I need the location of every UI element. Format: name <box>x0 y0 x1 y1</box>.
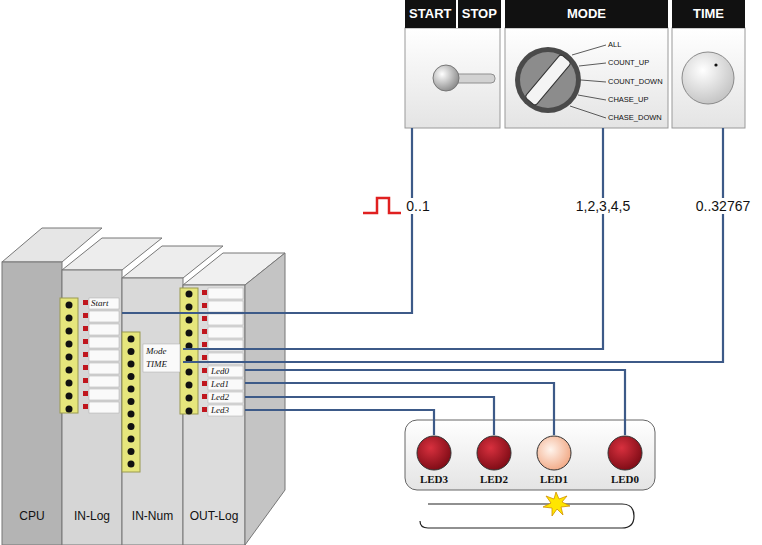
plc-rack <box>2 228 285 545</box>
terminal-strips <box>60 288 243 472</box>
toggle-switch <box>433 65 495 91</box>
led-lamp: LED1 <box>529 435 579 485</box>
led-name: LED1 <box>540 473 568 485</box>
panel-header: STARTSTOP <box>405 0 501 28</box>
mode-option: ALL <box>608 40 621 49</box>
module-name: OUT-Log <box>190 509 239 523</box>
time-panel: TIME <box>672 0 745 128</box>
terminal-label: Start <box>91 298 109 308</box>
led-name: LED2 <box>480 473 508 485</box>
signal-range: 0..1 <box>404 198 431 214</box>
signal-wire <box>122 128 412 313</box>
panel-title: TIME <box>672 0 745 28</box>
led-panel <box>405 420 655 490</box>
rotary-selector <box>515 45 606 118</box>
panel-title: START <box>405 0 456 28</box>
output-module: OUT-Log <box>183 285 245 545</box>
terminal-label: TIME <box>146 359 167 369</box>
led-lamp: LED2 <box>469 435 519 485</box>
led-bulb <box>416 435 452 471</box>
cpu-module: CPU <box>2 262 62 545</box>
module-name: IN-Log <box>74 509 110 523</box>
signal-wire <box>245 383 554 435</box>
led-name: LED0 <box>611 473 639 485</box>
module-name: CPU <box>19 509 44 523</box>
mode-option: COUNT_UP <box>608 58 649 67</box>
terminal-label: Led0 <box>211 366 229 376</box>
panel-title: STOP <box>456 0 501 28</box>
panel-header: MODE <box>505 0 668 28</box>
input-module: IN-Log <box>62 270 122 545</box>
led-bulb <box>476 435 512 471</box>
time-knob <box>682 52 734 104</box>
led-bulb <box>536 435 572 471</box>
signal-wire <box>245 370 625 435</box>
mode-option: CHASE_DOWN <box>608 113 662 122</box>
signal-wire <box>245 410 434 435</box>
pulse-symbol <box>363 198 401 213</box>
signal-range: 0..32767 <box>694 198 753 214</box>
terminal-label: Led1 <box>211 379 229 389</box>
panel-title: MODE <box>505 0 668 28</box>
switch-panel <box>405 28 500 128</box>
input-module: IN-Num <box>122 278 183 545</box>
led-lamp: LED3 <box>409 435 459 485</box>
terminal-label: Led3 <box>211 405 229 415</box>
mode-option: COUNT_DOWN <box>608 77 663 86</box>
led-lamp: LED0 <box>600 435 650 485</box>
signal-wire <box>183 128 723 362</box>
led-bulb <box>607 435 643 471</box>
panel-header: TIME <box>672 0 745 28</box>
switch-panel: STARTSTOP <box>405 0 501 128</box>
time-panel <box>672 28 745 128</box>
module-name: IN-Num <box>132 509 173 523</box>
chase-bracket <box>420 492 634 528</box>
mode-option: CHASE_UP <box>608 95 648 104</box>
signal-wire <box>245 397 494 435</box>
led-name: LED3 <box>420 473 448 485</box>
terminal-label: Led2 <box>211 392 229 402</box>
signal-wire <box>183 128 603 349</box>
terminal-label: Mode <box>146 346 167 356</box>
signal-range: 1,2,3,4,5 <box>574 198 633 214</box>
mode-panel <box>505 28 668 128</box>
